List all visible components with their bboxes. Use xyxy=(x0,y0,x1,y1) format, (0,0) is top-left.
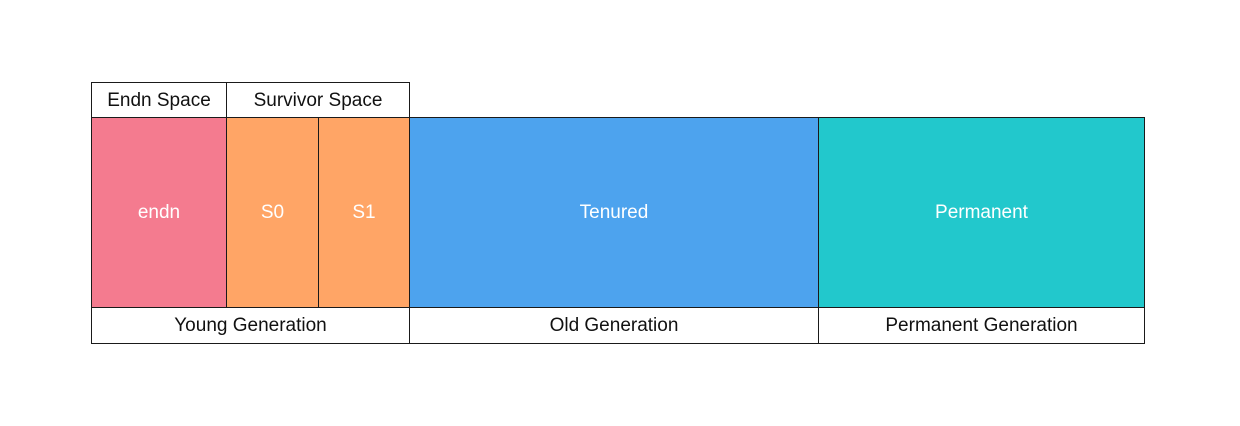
young-generation-label: Young Generation xyxy=(91,307,410,344)
survivor-s1-region: S1 xyxy=(318,117,410,309)
eden-space-label: Endn Space xyxy=(91,82,227,119)
survivor-s0-region: S0 xyxy=(226,117,319,309)
eden-region: endn xyxy=(91,117,227,309)
permanent-region: Permanent xyxy=(818,117,1145,309)
old-generation-label: Old Generation xyxy=(409,307,819,344)
permanent-generation-label: Permanent Generation xyxy=(818,307,1145,344)
survivor-space-label: Survivor Space xyxy=(226,82,410,119)
tenured-region: Tenured xyxy=(409,117,819,309)
